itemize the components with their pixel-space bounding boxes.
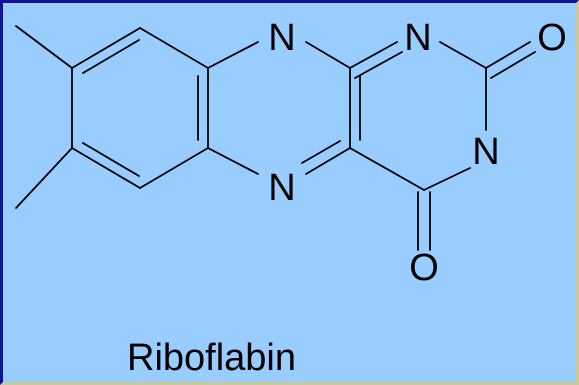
bond xyxy=(139,27,209,69)
bond xyxy=(349,41,398,69)
bond xyxy=(15,25,73,69)
bond xyxy=(485,41,531,69)
atom-n2: N xyxy=(404,17,431,59)
bond xyxy=(207,147,259,175)
bond xyxy=(82,39,140,74)
atom-o2: O xyxy=(409,247,439,289)
bond xyxy=(71,147,141,189)
atom-n4: N xyxy=(268,167,295,209)
bond xyxy=(301,140,341,164)
bond xyxy=(354,51,403,79)
atom-o1: O xyxy=(537,17,567,59)
riboflavin-structure: N N O N N O xyxy=(15,17,567,289)
bond xyxy=(305,147,351,175)
bond xyxy=(305,41,351,69)
bond xyxy=(423,167,471,191)
bond xyxy=(207,41,259,69)
bond xyxy=(71,27,141,69)
atom-n1: N xyxy=(268,17,295,59)
bonds xyxy=(15,25,536,251)
bond xyxy=(490,51,536,79)
bond xyxy=(139,147,209,189)
molecule-name-caption: Riboflabin xyxy=(127,337,296,379)
bond xyxy=(349,147,425,191)
bond xyxy=(15,147,73,209)
bond xyxy=(439,41,487,69)
bond xyxy=(82,142,140,177)
atom-n3: N xyxy=(472,131,499,173)
atom-labels: N N O N N O xyxy=(268,17,567,289)
